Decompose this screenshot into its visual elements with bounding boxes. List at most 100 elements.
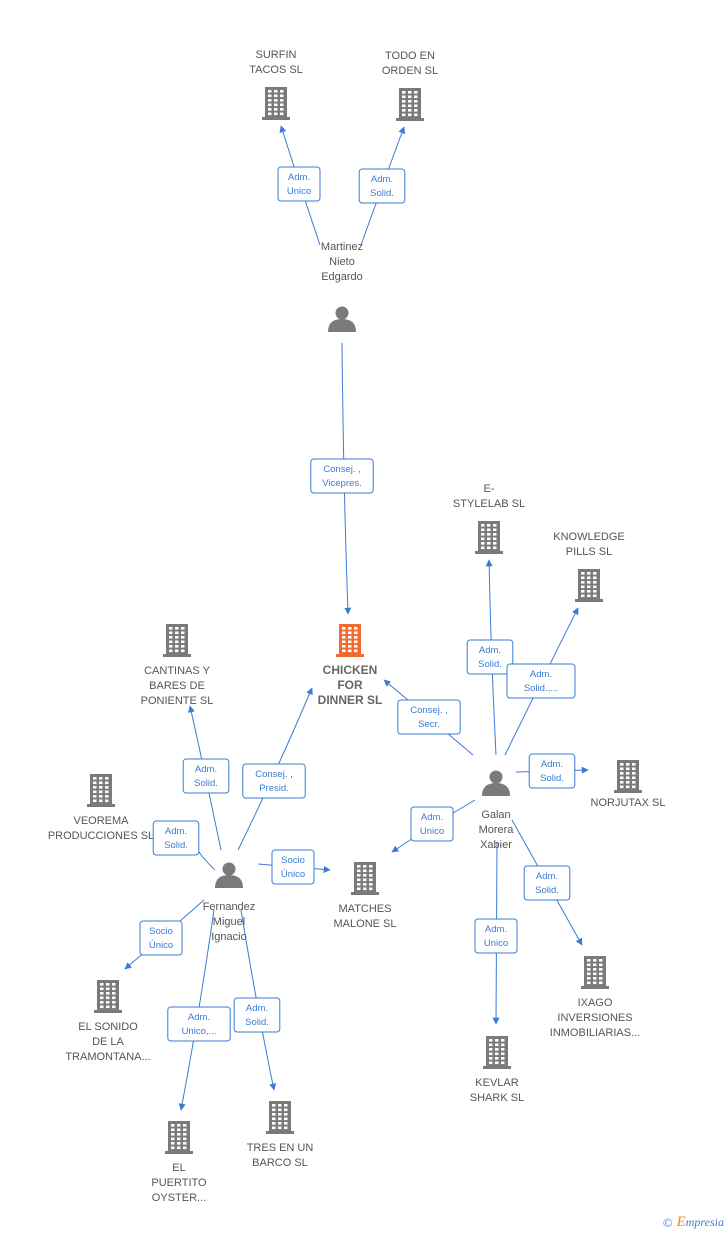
edge-label-text: Solid. [370,188,394,199]
node-label-ixago: INMOBILIARIAS... [550,1027,640,1039]
edge-label-text: Adm. [195,764,217,775]
node-label-ixago: INVERSIONES [557,1012,632,1024]
node-norjutax[interactable]: NORJUTAX SL [591,760,666,809]
edge-label-box [528,753,576,789]
edge-label-martinez-to-todoen: Adm. Solid. [358,168,406,204]
node-ixago[interactable]: IXAGOINVERSIONESINMOBILIARIAS... [550,956,640,1039]
edge-label-text: Adm. [479,645,501,656]
edge-label-fernandez-to-puertito: Adm.Unico,... [167,1006,231,1042]
node-puertito[interactable]: ELPUERTITOOYSTER... [151,1121,207,1204]
edge-label-box [233,997,281,1033]
edge-label-text: Consej. , [323,464,361,475]
building-icon [87,774,115,807]
edge-label-text: Solid. [535,885,559,896]
node-label-sonido: EL SONIDO [78,1021,138,1033]
node-label-knowledge: KNOWLEDGE [553,531,625,543]
edge-label-galan-to-chicken: Consej. ,Secr. [397,699,461,735]
edge-label-text: Solid.,... [524,683,558,694]
node-label-estylelab: STYLELAB SL [453,498,525,510]
edge-label-text: Adm. [288,172,310,183]
edge-label-box [139,920,183,956]
brand-name-rest: mpresia [685,1215,724,1229]
node-label-fernandez: Fernandez [203,901,256,913]
edge-label-galan-to-norjutax: Adm.Solid. [528,753,576,789]
node-label-matches: MALONE SL [334,918,397,930]
edge-label-text: Solid. [540,773,564,784]
node-knowledge[interactable]: KNOWLEDGE PILLS SL [553,531,625,602]
edge-label-text: Adm. [165,826,187,837]
edge-label-box [182,758,230,794]
building-icon [475,521,503,554]
edge-label-martinez-to-chicken: Consej. ,Vicepres. [310,458,374,494]
node-label-puertito: EL [172,1162,185,1174]
edge-label-galan-to-matches: Adm.Unico [410,806,454,842]
edge-label-box [397,699,461,735]
node-label-veorema: VEOREMA [73,815,129,827]
node-estylelab[interactable]: E- STYLELAB SL [453,483,525,554]
edge-label-text: Socio [281,855,305,866]
edge-label-text: Unico [484,938,508,949]
node-label-knowledge: PILLS SL [566,546,612,558]
node-label-cantinas: BARES DE [149,680,205,692]
edge-label-fernandez-to-veorema: Adm.Solid. [152,820,200,856]
edge-label-text: Único [281,869,305,880]
focus-building-icon [336,624,364,657]
node-label-sonido: DE LA [92,1036,124,1048]
building-icon [396,88,424,121]
building-icon [614,760,642,793]
edge-label-box [167,1006,231,1042]
edge-label-text: Adm. [485,924,507,935]
edge-label-box [410,806,454,842]
edge-label-box [310,458,374,494]
node-label-martinez: Edgardo [321,271,363,283]
node-label-estylelab: E- [484,483,495,495]
edge-label-box [506,663,576,699]
node-label-todoen: TODO EN [385,50,435,62]
node-label-tres: TRES EN UN [247,1142,314,1154]
node-sonido[interactable]: EL SONIDO DE LA TRAMONTANA... [65,980,151,1063]
edge-label-galan-to-kevlar: Adm. Unico [474,918,518,954]
building-icon [165,1121,193,1154]
edge-label-box [242,763,306,799]
edge-label-fernandez-to-chicken: Consej. ,Presid. [242,763,306,799]
empresia-watermark: © Empresia [663,1214,724,1231]
building-icon [581,956,609,989]
building-icon [262,87,290,120]
copyright-symbol: © [662,1214,673,1230]
node-label-sonido: TRAMONTANA... [65,1051,150,1063]
edge-label-text: Solid. [245,1017,269,1028]
edge-label-box [523,865,571,901]
building-icon [483,1036,511,1069]
edge-label-text: Adm. [371,174,393,185]
person-icon [328,306,356,332]
node-label-martinez: Nieto [329,256,355,268]
edge-label-galan-to-ixago: Adm.Solid. [523,865,571,901]
building-icon [163,624,191,657]
edge-label-box [474,918,518,954]
node-label-martinez: Martinez [321,241,363,253]
edge-label-text: Unico [287,186,311,197]
brand-initial: E [676,1214,686,1230]
node-label-norjutax: NORJUTAX SL [591,797,666,809]
edge-label-text: Unico [420,826,444,837]
node-label-fernandez: Miguel [213,916,245,928]
node-label-chicken: DINNER SL [318,693,383,707]
edge-label-box [271,849,315,885]
edge-label-martinez-to-surfin: Adm. Unico [277,166,321,202]
edge-label-text: Adm. [246,1003,268,1014]
node-label-kevlar: KEVLAR [475,1077,518,1089]
node-label-galan: Galan [481,809,510,821]
